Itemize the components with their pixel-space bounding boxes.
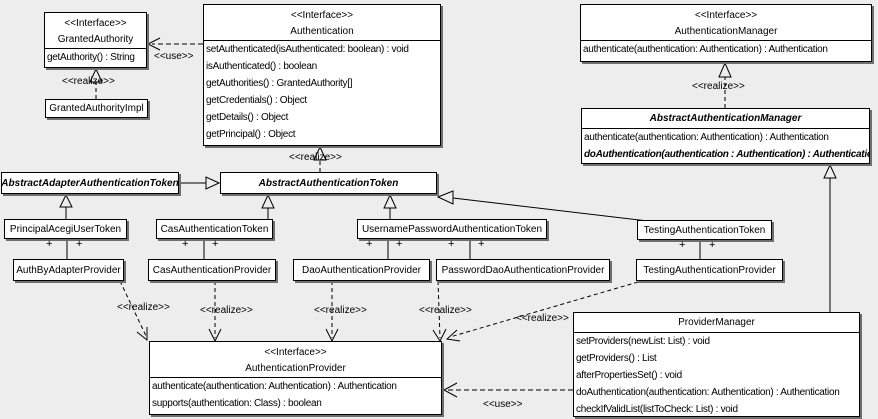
assoc-plus: + — [366, 238, 373, 250]
method-row: isAuthenticated() : boolean — [206, 61, 317, 72]
class-name: GrantedAuthority — [57, 34, 134, 45]
stereotype: <<Interface>> — [290, 10, 354, 21]
class-name: TestingAuthenticationProvider — [643, 264, 776, 276]
assoc-plus: + — [478, 238, 485, 250]
realize-label: <<realize>> — [516, 313, 569, 324]
class-box-password-dao-authentication-provider[interactable]: PasswordDaoAuthenticationProvider — [436, 259, 610, 281]
class-name: AuthByAdapterProvider — [16, 264, 121, 276]
edge-use-authentication-grantedauthority — [146, 37, 203, 51]
stereotype: <<Interface>> — [64, 18, 127, 29]
assoc-plus: + — [709, 239, 716, 251]
method-row: doAuthentication(authentication: Authent… — [576, 387, 840, 398]
class-box-username-password-authentication-token[interactable]: UsernamePasswordAuthenticationToken — [357, 219, 547, 239]
method-row: authenticate(authentication: Authenticat… — [152, 381, 397, 392]
method-row: afterPropertiesSet() : void — [576, 370, 682, 381]
class-name: UsernamePasswordAuthenticationToken — [361, 223, 543, 235]
method-row: supports(authentication: Class) : boolea… — [152, 398, 322, 409]
assoc-plus: + — [182, 238, 189, 250]
edge-realize-grantedauthorityimpl — [89, 67, 103, 99]
class-name: AbstractAuthenticationManager — [649, 113, 802, 124]
method-row: getCredentials() : Object — [206, 95, 307, 106]
class-name: ProviderManager — [678, 316, 755, 328]
realize-label: <<realize>> — [200, 305, 253, 316]
assoc-plus: + — [448, 238, 455, 250]
assoc-plus: + — [396, 238, 403, 250]
use-label: <<use>> — [483, 399, 523, 410]
method-row: getProviders() : List — [576, 353, 657, 364]
class-name: AbstractAuthenticationToken — [258, 177, 399, 189]
class-box-abstract-adapter-authentication-token[interactable]: AbstractAdapterAuthenticationToken — [1, 172, 179, 194]
realize-label: <<realize>> — [62, 76, 115, 87]
class-box-abstract-authentication-manager[interactable]: AbstractAuthenticationManager authentica… — [581, 108, 870, 164]
realize-label: <<realize>> — [419, 305, 472, 316]
class-box-granted-authority[interactable]: <<Interface>> GrantedAuthority getAuthor… — [44, 12, 147, 68]
stereotype: <<Interface>> — [264, 347, 327, 358]
edge-realize-testingauthenticationprovider — [445, 281, 639, 342]
class-name: PasswordDaoAuthenticationProvider — [441, 264, 605, 276]
class-box-cas-authentication-provider[interactable]: CasAuthenticationProvider — [148, 259, 276, 281]
assoc-plus: + — [76, 238, 83, 250]
realize-label: <<realize>> — [117, 302, 170, 313]
realize-label: <<realize>> — [692, 81, 745, 92]
class-name: CasAuthenticationToken — [160, 223, 269, 235]
class-box-dao-authentication-provider[interactable]: DaoAuthenticationProvider — [293, 259, 430, 281]
assoc-plus: + — [679, 239, 686, 251]
class-name: AbstractAdapterAuthenticationToken — [2, 177, 178, 189]
class-box-abstract-authentication-token[interactable]: AbstractAuthenticationToken — [220, 172, 437, 194]
class-box-authentication-manager[interactable]: <<Interface>> AuthenticationManager auth… — [580, 4, 872, 62]
class-name: CasAuthenticationProvider — [152, 264, 272, 276]
edge-realize-abstractauthenticationtoken — [313, 145, 327, 172]
class-name: Authentication — [290, 26, 354, 37]
method-row: setAuthenticated(isAuthenticated: boolea… — [206, 44, 409, 55]
edge-gen-cas-abstracttoken — [261, 193, 275, 219]
class-box-authentication-provider[interactable]: <<Interface>> AuthenticationProvider aut… — [149, 341, 442, 415]
class-box-granted-authority-impl[interactable]: GrantedAuthorityImpl — [45, 99, 148, 118]
method-row: getPrincipal() : Object — [206, 129, 296, 140]
class-name: AuthenticationProvider — [245, 363, 346, 374]
method-row: doAuthentication(authentication : Authen… — [584, 149, 869, 160]
class-name: GrantedAuthorityImpl — [49, 103, 144, 114]
use-label: <<use>> — [154, 51, 194, 62]
class-box-provider-manager[interactable]: ProviderManager setProviders(newList: Li… — [573, 312, 860, 417]
assoc-plus: + — [212, 238, 219, 250]
class-box-cas-authentication-token[interactable]: CasAuthenticationToken — [156, 219, 273, 239]
realize-label: <<realize>> — [314, 305, 367, 316]
edge-gen-providermanager-abstractmanager — [823, 163, 837, 312]
edge-gen-abstractadapter-abstracttoken — [179, 176, 221, 190]
method-row: getDetails() : Object — [206, 112, 289, 123]
method-row: checkIfValidList(listToCheck: List) : vo… — [576, 404, 738, 415]
edge-gen-principal-abstractadapter — [59, 193, 73, 219]
edge-use-providermanager — [442, 382, 573, 398]
edge-realize-authbyadapterprovider — [119, 280, 148, 342]
assoc-plus: + — [46, 238, 53, 250]
class-box-testing-authentication-provider[interactable]: TestingAuthenticationProvider — [636, 259, 783, 281]
realize-label: <<realize>> — [289, 152, 342, 163]
method-row: setProviders(newList: List) : void — [576, 336, 710, 347]
method-row: authenticate(authentication: Authenticat… — [584, 132, 829, 143]
stereotype: <<Interface>> — [694, 10, 758, 21]
class-name: PrincipalAcegiUserToken — [9, 223, 122, 235]
class-name: DaoAuthenticationProvider — [302, 264, 421, 276]
edge-gen-testing-abstracttoken — [436, 190, 649, 222]
edge-gen-up-abstracttoken — [383, 193, 397, 219]
edge-realize-abstractauthenticationmanager — [718, 61, 732, 108]
class-name: AuthenticationManager — [674, 26, 778, 37]
class-name: TestingAuthenticationToken — [643, 224, 766, 236]
class-box-authentication[interactable]: <<Interface>> Authentication setAuthenti… — [203, 4, 441, 146]
class-box-auth-by-adapter-provider[interactable]: AuthByAdapterProvider — [13, 259, 124, 281]
method-row: getAuthority() : String — [47, 52, 135, 63]
class-box-testing-authentication-token[interactable]: TestingAuthenticationToken — [637, 220, 772, 240]
class-box-principal-acegi-user-token[interactable]: PrincipalAcegiUserToken — [4, 219, 127, 239]
method-row: authenticate(authentication: Authenticat… — [583, 44, 828, 55]
method-row: getAuthorities() : GrantedAuthority[] — [206, 78, 353, 89]
